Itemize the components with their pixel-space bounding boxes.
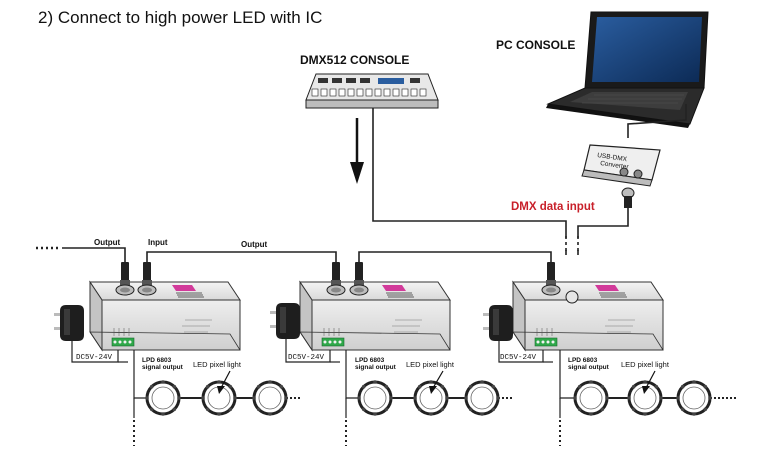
decoder-3-signal-label-1: LPD 6803: [568, 357, 598, 364]
decoder-3-signal-label-2: signal output: [568, 364, 610, 371]
decoder-1-light-label: LED pixel light: [193, 360, 242, 369]
dmx-data-input-label: DMX data input: [511, 201, 595, 213]
converter-xlr-plug: [621, 187, 635, 208]
power-adapter-2-icon: [270, 303, 300, 339]
led-pixel-ring: [199, 378, 239, 418]
usb-cable: [627, 104, 687, 138]
decoder-1-output-connector: [115, 261, 135, 296]
led-pixel-ring: [625, 378, 665, 418]
led-pixel-ring: [462, 378, 502, 418]
converter-label-line1: USB-DMX: [597, 152, 628, 163]
output-label-1: Output: [94, 238, 121, 247]
decoder-unit-1: DC5V-24V LPD 6803 signal output LED pixe…: [54, 261, 300, 446]
decoder-unit-3: DC5V-24V LPD 6803 signal output LED pixe…: [483, 261, 738, 446]
decoder-2-signal-label-2: signal output: [355, 364, 397, 371]
decoder-2-output-connector: [326, 261, 346, 296]
decoder-2-signal-label-1: LPD 6803: [355, 357, 385, 364]
decoder-3-input-connector: [541, 261, 561, 296]
decoder-unit-2: DC5V-24V LPD 6803 signal output LED pixe…: [270, 261, 512, 446]
led-pixel-ring: [355, 378, 395, 418]
signal-direction-arrow: [350, 118, 364, 184]
led-pixel-ring: [143, 378, 183, 418]
dmx512-console: DMX512 CONSOLE: [300, 53, 439, 109]
converter-label-line2: Converter: [600, 160, 630, 171]
led-pixel-ring: [411, 378, 451, 418]
decoder-1-power-label: DC5V-24V: [76, 354, 113, 362]
led-pixel-ring: [674, 378, 714, 418]
dmx-console-label: DMX512 CONSOLE: [300, 53, 409, 67]
power-adapter-3-icon: [483, 305, 513, 341]
output-label-2: Output: [241, 240, 268, 249]
pc-console-label: PC CONSOLE: [496, 38, 575, 52]
decoder-3-power-label: DC5V-24V: [500, 354, 537, 362]
decoder-2-power-label: DC5V-24V: [288, 354, 325, 362]
decoder-3-light-label: LED pixel light: [621, 360, 670, 369]
input-label-1: Input: [148, 238, 168, 247]
pc-console: PC CONSOLE: [496, 11, 709, 128]
diagram-title: 2) Connect to high power LED with IC: [38, 8, 323, 27]
usb-dmx-converter: USB-DMX Converter: [581, 144, 661, 187]
power-adapter-1-icon: [54, 305, 84, 341]
decoder-1-input-connector: [137, 261, 157, 296]
led-pixel-ring: [571, 378, 611, 418]
decoder-2-input-connector: [349, 261, 369, 296]
decoder-1-signal-label-1: LPD 6803: [142, 357, 172, 364]
decoder-2-light-label: LED pixel light: [406, 360, 455, 369]
decoder-1-signal-label-2: signal output: [142, 364, 184, 371]
led-pixel-ring: [250, 378, 290, 418]
dmx-wiring: [62, 108, 629, 262]
